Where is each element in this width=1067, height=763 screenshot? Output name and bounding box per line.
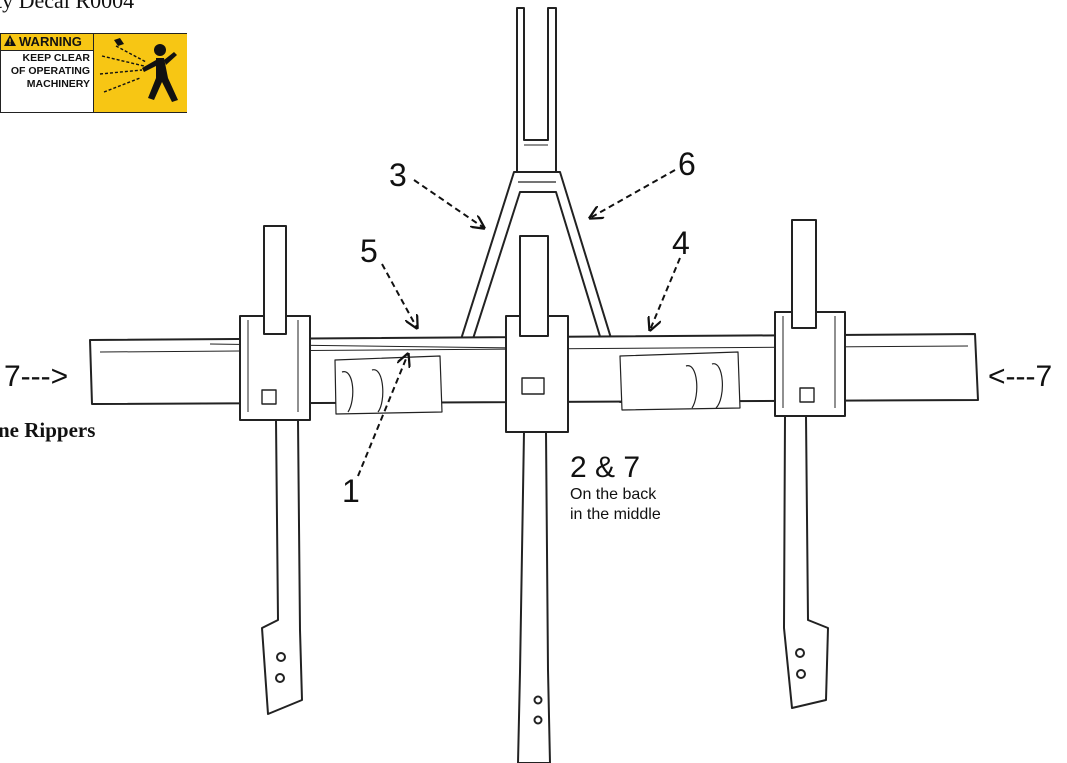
callout-label-4: 4	[672, 225, 690, 261]
callout-label-6: 6	[678, 146, 696, 182]
note-line: On the back	[570, 486, 657, 503]
right-shank	[783, 415, 829, 709]
callout-label-1: 1	[342, 473, 360, 509]
decal-line: KEEP CLEAR	[22, 52, 91, 64]
note-line: in the middle	[570, 506, 661, 523]
hand-entanglement-person-icon	[99, 38, 178, 102]
callout-arrow-1	[357, 354, 408, 477]
callout-arrow-5	[381, 263, 417, 328]
callout-arrow-3	[413, 179, 484, 228]
callout-arrow-4	[650, 257, 681, 330]
decal-line: MACHINERY	[26, 78, 90, 90]
left-shank	[261, 419, 303, 715]
callout-label-5: 5	[360, 233, 378, 269]
note-callout-number: 2 & 7	[570, 451, 641, 484]
back-middle-note: 2 & 7 On the back in the middle	[570, 452, 661, 524]
callout-label-3: 3	[389, 157, 407, 193]
callout-arrow-6	[590, 169, 676, 218]
top-mast	[516, 7, 557, 177]
decal-line: OF OPERATING	[10, 65, 90, 77]
decal-body: KEEP CLEAR OF OPERATING MACHINERY	[1, 52, 93, 91]
warning-triangle-icon	[1, 34, 19, 50]
decal-caption: ty Decal R0004	[0, 0, 135, 13]
callout-label-7-left: 7--->	[4, 360, 68, 393]
decal-text-panel: WARNING KEEP CLEAR OF OPERATING MACHINER…	[1, 34, 93, 112]
warning-decal: WARNING KEEP CLEAR OF OPERATING MACHINER…	[0, 33, 187, 113]
decal-pictogram-panel	[93, 34, 187, 112]
right-hitch-plate	[619, 351, 741, 411]
center-shank	[517, 431, 551, 763]
decal-header: WARNING	[1, 34, 93, 51]
decal-header-text: WARNING	[19, 34, 82, 49]
product-caption: ne Rippers	[0, 418, 96, 442]
callout-label-7-right: <---7	[988, 360, 1052, 393]
